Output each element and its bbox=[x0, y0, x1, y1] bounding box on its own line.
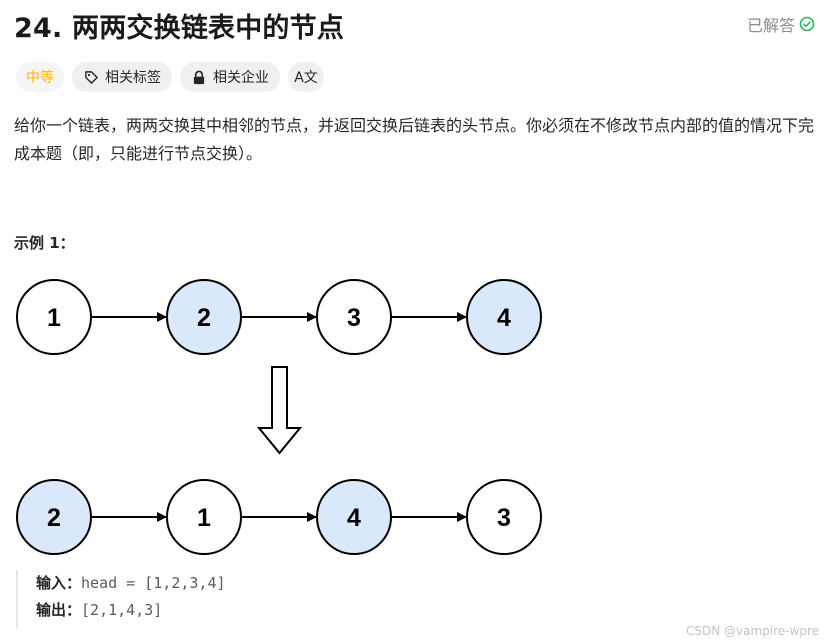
list-node bbox=[166, 479, 242, 555]
down-arrow-icon bbox=[256, 366, 303, 455]
list-node bbox=[316, 479, 392, 555]
list-node-label: 1 bbox=[47, 304, 61, 332]
difficulty-badge[interactable]: 中等 bbox=[16, 62, 64, 92]
output-value: [2,1,4,3] bbox=[81, 601, 163, 619]
list-node bbox=[16, 279, 92, 355]
related-companies-button[interactable]: 相关企业 bbox=[180, 62, 280, 92]
list-node-label: 4 bbox=[497, 304, 511, 332]
input-value: head = [1,2,3,4] bbox=[81, 574, 226, 592]
example-output-row: 输出：[2,1,4,3] bbox=[36, 597, 316, 624]
solved-status-label: 已解答 bbox=[746, 16, 795, 35]
solved-status: 已解答 bbox=[747, 12, 815, 36]
example-input-row: 输入：head = [1,2,3,4] bbox=[36, 570, 316, 597]
translate-icon: A文 bbox=[294, 70, 318, 86]
lock-icon bbox=[191, 69, 207, 85]
list-node-label: 3 bbox=[347, 304, 361, 332]
list-node bbox=[466, 279, 542, 355]
original-list: 1 2 3 4 bbox=[16, 279, 542, 355]
example-io: 输入：head = [1,2,3,4] 输出：[2,1,4,3] bbox=[16, 570, 316, 628]
tag-bar: 中等 相关标签 相关企业 A文 bbox=[16, 62, 324, 92]
problem-title: 24. 两两交换链表中的节点 bbox=[14, 13, 345, 44]
list-node bbox=[316, 279, 392, 355]
related-tags-button[interactable]: 相关标签 bbox=[72, 62, 172, 92]
translate-button[interactable]: A文 bbox=[288, 62, 324, 92]
list-node bbox=[16, 479, 92, 555]
list-node-label: 2 bbox=[47, 504, 61, 532]
input-label: 输入： bbox=[36, 574, 82, 592]
related-companies-label: 相关企业 bbox=[213, 70, 269, 86]
example-heading: 示例 1： bbox=[14, 234, 75, 252]
list-node bbox=[466, 479, 542, 555]
related-tags-label: 相关标签 bbox=[105, 70, 161, 86]
check-circle-icon bbox=[799, 16, 815, 32]
linked-list-diagram: 1 2 3 4 2 1 4 3 bbox=[16, 279, 542, 555]
list-node-label: 2 bbox=[197, 304, 211, 332]
list-node-label: 4 bbox=[347, 504, 361, 532]
problem-description: 给你一个链表，两两交换其中相邻的节点，并返回交换后链表的头节点。你必须在不修改节… bbox=[14, 116, 815, 163]
list-node-label: 1 bbox=[197, 504, 211, 532]
list-node-label: 3 bbox=[497, 504, 511, 532]
watermark: CSDN @vampire-wpre bbox=[686, 624, 819, 638]
tag-icon bbox=[83, 69, 99, 85]
list-node bbox=[166, 279, 242, 355]
output-label: 输出： bbox=[36, 601, 82, 619]
swapped-list: 2 1 4 3 bbox=[16, 479, 542, 555]
